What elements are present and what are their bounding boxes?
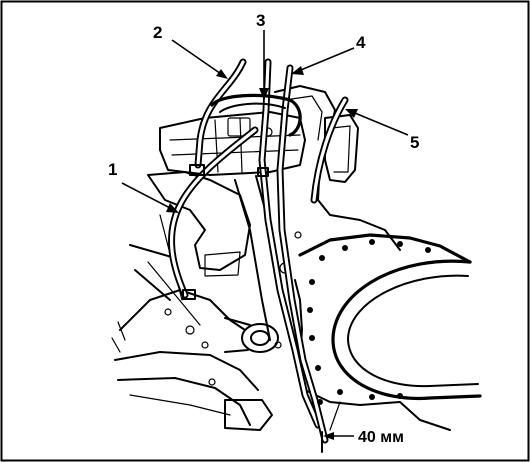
callout-3: 3	[256, 11, 265, 30]
flywheel-housing	[294, 233, 482, 431]
callout-1: 1	[108, 160, 117, 179]
leader-4	[295, 47, 355, 73]
dimension-marker: 40 мм	[321, 429, 404, 453]
callout-leaders	[121, 30, 409, 213]
leader-2	[171, 39, 225, 77]
engine-block	[111, 85, 401, 431]
callout-labels: 2 3 4 5 1	[108, 11, 419, 179]
callout-4: 4	[356, 33, 366, 52]
callout-5: 5	[410, 133, 419, 152]
cable-bundle	[168, 58, 349, 444]
dimension-label: 40 мм	[358, 429, 404, 446]
callout-2: 2	[153, 23, 162, 42]
leader-1	[121, 182, 175, 211]
leader-5	[349, 110, 409, 136]
